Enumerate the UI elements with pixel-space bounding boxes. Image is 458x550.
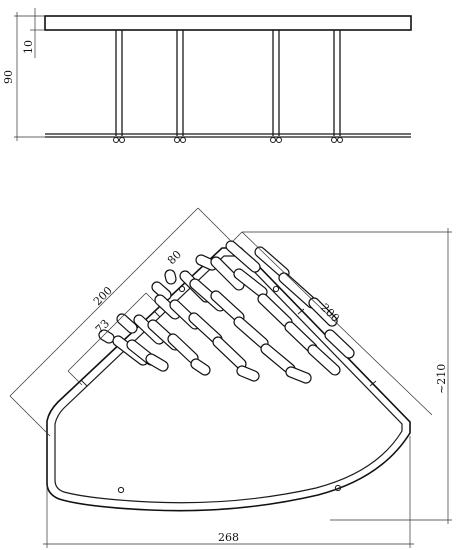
top-plate — [44, 15, 412, 31]
drain-slot — [324, 329, 355, 359]
dim-plate-label: 10 — [22, 40, 35, 54]
dim-corner-label: 80 — [165, 248, 184, 267]
side-view: 90 10 — [2, 8, 412, 143]
dim-right-edge — [231, 231, 433, 416]
drain-slot — [116, 313, 138, 334]
drain-slot — [236, 365, 260, 382]
rivets — [117, 285, 342, 494]
top-view: 200 80 73 200 ~210 268 — [9, 207, 452, 548]
dim-width — [43, 436, 414, 548]
drain-slot — [210, 256, 245, 291]
basket-outer-outline — [46, 247, 411, 512]
dim-plate — [30, 8, 45, 58]
feet — [113, 137, 343, 143]
legs — [115, 30, 341, 136]
dim-height-label: 90 — [2, 70, 15, 84]
dim-depth-label: ~210 — [435, 364, 448, 394]
drain-slot — [190, 358, 211, 376]
basket-inner-outline — [54, 255, 403, 504]
dim-left-edge-label: 200 — [91, 284, 115, 308]
dim-width-label: 268 — [218, 531, 239, 544]
drain-slot — [164, 269, 177, 285]
drain-slot — [285, 366, 312, 384]
dim-left-edge — [9, 207, 233, 437]
drain-slot — [308, 297, 338, 327]
drain-slot — [145, 353, 169, 372]
dim-inner — [67, 292, 159, 386]
drain-slot — [307, 344, 341, 376]
drain-slots — [98, 240, 355, 384]
drain-slot — [225, 240, 261, 273]
dim-height — [14, 12, 45, 141]
dim-depth — [242, 228, 452, 524]
edge-marks — [80, 308, 377, 387]
